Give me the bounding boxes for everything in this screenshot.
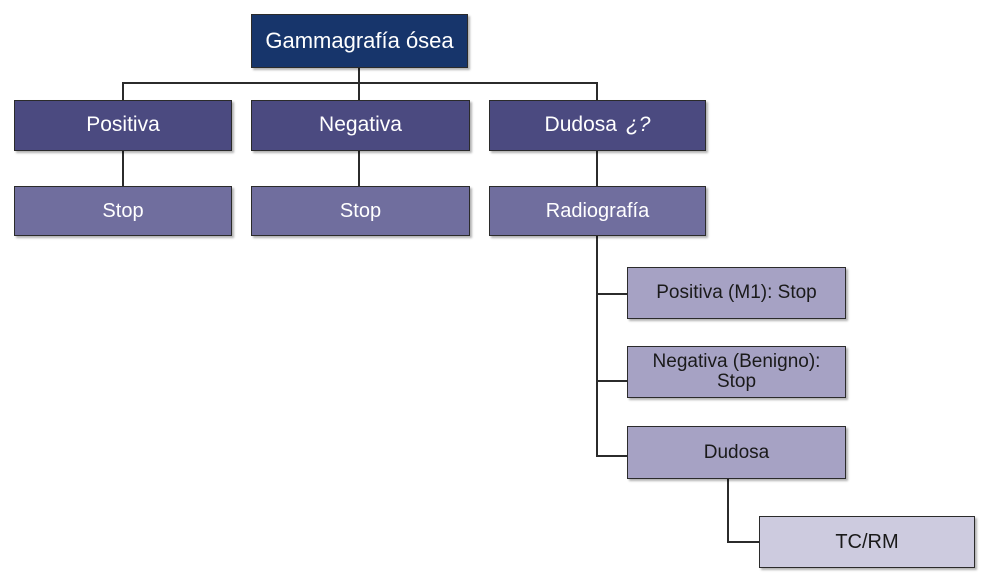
- node-label: Positiva (M1): Stop: [656, 282, 817, 304]
- connector-branch-rx-positiva: [596, 293, 627, 295]
- connector-drop-positiva: [122, 82, 124, 101]
- node-label: TC/RM: [835, 530, 899, 553]
- connector-root-stem: [358, 68, 360, 83]
- node-label: Stop: [339, 199, 382, 222]
- node-label: Gammagrafía ósea: [265, 28, 454, 54]
- node-label: Radiografía: [545, 199, 650, 222]
- node-negativa[interactable]: Negativa: [251, 100, 470, 151]
- node-label-text: Dudosa: [544, 113, 617, 137]
- node-label: Negativa (Benigno):Stop: [628, 352, 845, 392]
- node-stop-positiva[interactable]: Stop: [14, 186, 232, 236]
- connector-positiva-to-stop: [122, 151, 124, 186]
- node-stop-negativa[interactable]: Stop: [251, 186, 470, 236]
- node-rx-positiva-m1-stop[interactable]: Positiva (M1): Stop: [627, 267, 846, 319]
- node-label-line-2: Stop: [716, 371, 757, 392]
- node-rx-negativa-benigno-stop[interactable]: Negativa (Benigno):Stop: [627, 346, 846, 398]
- connector-negativa-to-stop: [358, 151, 360, 186]
- node-label: Positiva: [86, 113, 160, 137]
- node-tcrm[interactable]: TC/RM: [759, 516, 975, 568]
- connector-radiografia-spine: [596, 236, 598, 457]
- connector-drop-dudosa: [596, 82, 598, 101]
- node-gammagrafia-osea[interactable]: Gammagrafía ósea: [251, 14, 468, 68]
- node-positiva[interactable]: Positiva: [14, 100, 232, 151]
- connector-drop-negativa: [358, 82, 360, 101]
- node-label: Stop: [102, 199, 144, 222]
- connector-dudosa-to-radiografia: [596, 151, 598, 186]
- node-label: Dudosa ¿?: [490, 114, 705, 136]
- connector-distribution-bar: [122, 82, 598, 84]
- node-label: Dudosa: [703, 441, 770, 463]
- node-label-question-mark: ¿?: [625, 113, 651, 137]
- node-radiografia[interactable]: Radiografía: [489, 186, 706, 236]
- node-rx-dudosa[interactable]: Dudosa: [627, 426, 846, 479]
- node-label: Negativa: [319, 113, 402, 137]
- node-dudosa[interactable]: Dudosa ¿?: [489, 100, 706, 151]
- connector-rx-dudosa-to-tcrm: [727, 541, 759, 543]
- node-label-line-1: Negativa (Benigno):: [652, 351, 821, 373]
- connector-branch-rx-dudosa: [596, 455, 627, 457]
- connector-rx-dudosa-drop: [727, 479, 729, 542]
- connector-branch-rx-negativa: [596, 380, 627, 382]
